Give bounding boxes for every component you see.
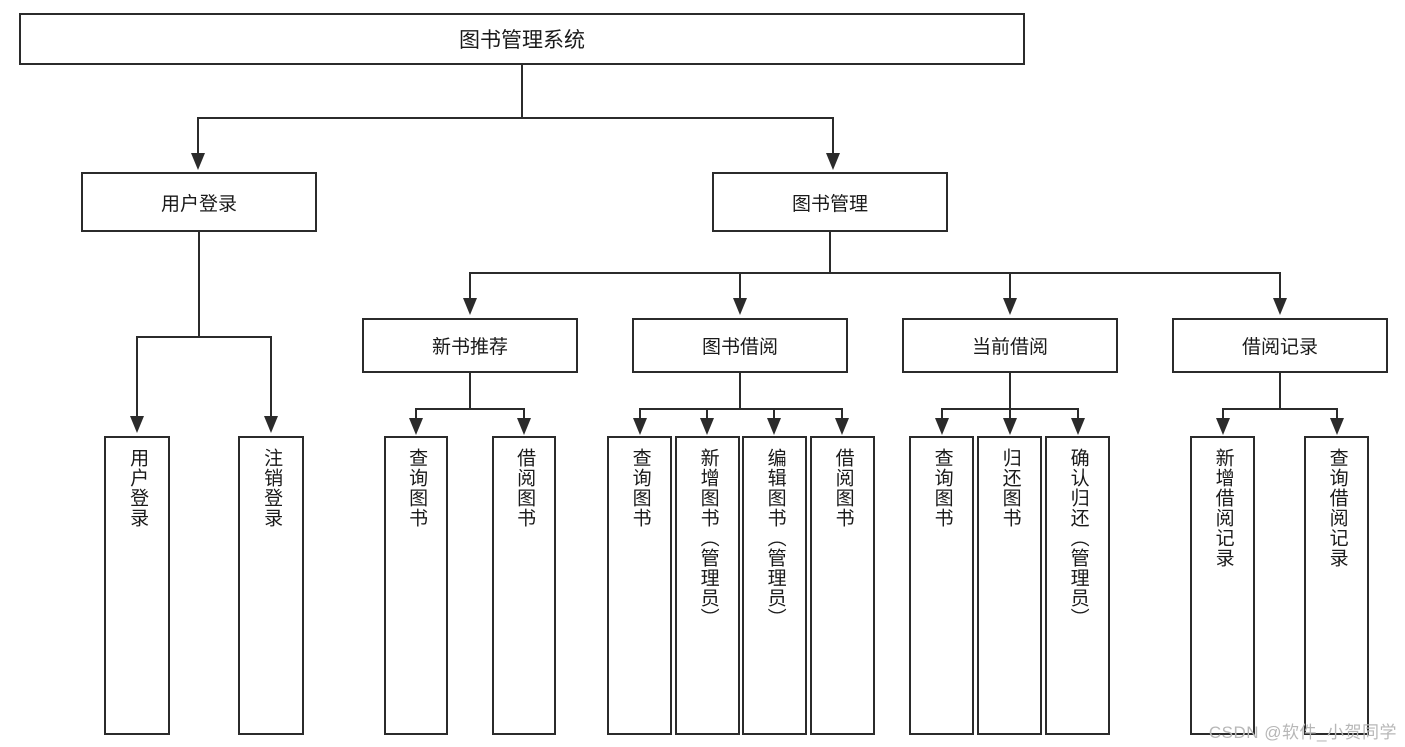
edge-br-to-leaf-2 (1336, 408, 1338, 420)
edge-cb-to-leaf-1 (941, 408, 943, 420)
node-label: 新书推荐 (431, 337, 508, 358)
node-label: 当前借阅 (971, 337, 1048, 358)
arrowhead-bb-leaf-1 (633, 418, 647, 435)
edge-bb-to-leaf-4 (841, 408, 843, 420)
arrowhead-user-login-leaf-2 (264, 416, 278, 433)
arrowhead-new-book-leaf-2 (517, 418, 531, 435)
edge-new-book-to-leaf-2 (523, 408, 525, 420)
leaf-new-book-query-book[interactable]: 查询图书 (384, 436, 448, 735)
leaf-book-borrow-query-book[interactable]: 查询图书 (607, 436, 672, 735)
node-label: 借阅记录 (1241, 337, 1318, 358)
edge-new-book-stem (469, 373, 471, 409)
node-borrow-record[interactable]: 借阅记录 (1172, 318, 1388, 373)
leaf-label: 查询借阅记录 (1326, 448, 1348, 568)
node-book-management[interactable]: 图书管理 (712, 172, 948, 232)
watermark-text: CSDN @软件_小贺同学 (1208, 723, 1397, 742)
leaf-current-borrow-return-book[interactable]: 归还图书 (977, 436, 1042, 735)
edge-user-login-to-leaf-2 (270, 336, 272, 418)
arrowhead-new-book-recommend (463, 298, 477, 315)
node-user-login[interactable]: 用户登录 (81, 172, 317, 232)
arrowhead-cb-leaf-3 (1071, 418, 1085, 435)
leaf-label: 查询图书 (406, 448, 428, 528)
edge-bb-to-leaf-1 (639, 408, 641, 420)
leaf-current-borrow-query-book[interactable]: 查询图书 (909, 436, 974, 735)
leaf-label: 编辑图书（管理员） (764, 448, 786, 628)
edge-cb-to-leaf-2 (1009, 408, 1011, 420)
leaf-borrow-record-add-record[interactable]: 新增借阅记录 (1190, 436, 1255, 735)
edge-root-to-book-management (832, 117, 834, 155)
arrowhead-cb-leaf-2 (1003, 418, 1017, 435)
leaf-label: 新增图书（管理员） (697, 448, 719, 628)
leaf-label: 查询图书 (931, 448, 953, 528)
node-label: 用户登录 (160, 193, 237, 215)
arrowhead-br-leaf-1 (1216, 418, 1230, 435)
arrowhead-book-borrow (733, 298, 747, 315)
leaf-book-borrow-edit-book-admin[interactable]: 编辑图书（管理员） (742, 436, 807, 735)
leaf-label: 新增借阅记录 (1212, 448, 1234, 568)
edge-user-login-bus (136, 336, 272, 338)
edge-bm-to-borrow-record (1279, 272, 1281, 300)
leaf-label: 查询图书 (629, 448, 651, 528)
edge-root-stem (521, 65, 523, 118)
arrowhead-bb-leaf-3 (767, 418, 781, 435)
leaf-label: 用户登录 (127, 448, 149, 528)
edge-current-borrow-stem (1009, 373, 1011, 409)
edge-new-book-bus (415, 408, 525, 410)
edge-book-management-bus (469, 272, 1281, 274)
leaf-label: 注销登录 (261, 448, 283, 528)
edge-cb-to-leaf-3 (1077, 408, 1079, 420)
leaf-book-borrow-add-book-admin[interactable]: 新增图书（管理员） (675, 436, 740, 735)
arrowhead-borrow-record (1273, 298, 1287, 315)
leaf-label: 确认归还（管理员） (1067, 448, 1089, 628)
node-book-borrow[interactable]: 图书借阅 (632, 318, 848, 373)
node-label: 图书借阅 (701, 337, 778, 358)
edge-root-to-user-login (197, 117, 199, 155)
edge-new-book-to-leaf-1 (415, 408, 417, 420)
arrowhead-user-login (191, 153, 205, 170)
leaf-user-login-logout[interactable]: 注销登录 (238, 436, 304, 735)
node-book-management-system[interactable]: 图书管理系统 (19, 13, 1025, 65)
edge-book-borrow-bus (639, 408, 841, 410)
leaf-new-book-borrow-book[interactable]: 借阅图书 (492, 436, 556, 735)
edge-bm-to-current-borrow (1009, 272, 1011, 300)
edge-borrow-record-stem (1279, 373, 1281, 409)
leaf-current-borrow-confirm-return-admin[interactable]: 确认归还（管理员） (1045, 436, 1110, 735)
arrowhead-cb-leaf-1 (935, 418, 949, 435)
arrowhead-current-borrow (1003, 298, 1017, 315)
edge-root-bus (197, 117, 834, 119)
edge-book-management-stem (829, 232, 831, 273)
arrowhead-br-leaf-2 (1330, 418, 1344, 435)
node-label: 图书管理 (791, 193, 868, 215)
arrowhead-user-login-leaf-1 (130, 416, 144, 433)
leaf-label: 借阅图书 (514, 448, 536, 528)
node-current-borrow[interactable]: 当前借阅 (902, 318, 1118, 373)
node-new-book-recommend[interactable]: 新书推荐 (362, 318, 578, 373)
edge-bb-to-leaf-2 (706, 408, 708, 420)
leaf-label: 借阅图书 (832, 448, 854, 528)
arrowhead-bb-leaf-4 (835, 418, 849, 435)
edge-bm-to-book-borrow (739, 272, 741, 300)
edge-br-to-leaf-1 (1222, 408, 1224, 420)
leaf-label: 归还图书 (999, 448, 1021, 528)
node-label: 图书管理系统 (459, 29, 585, 52)
arrowhead-bb-leaf-2 (700, 418, 714, 435)
edge-bm-to-new-book (469, 272, 471, 300)
arrowhead-new-book-leaf-1 (409, 418, 423, 435)
edge-borrow-record-bus (1222, 408, 1338, 410)
arrowhead-book-management (826, 153, 840, 170)
edge-user-login-stem (198, 232, 200, 337)
leaf-book-borrow-borrow-book[interactable]: 借阅图书 (810, 436, 875, 735)
leaf-borrow-record-query-record[interactable]: 查询借阅记录 (1304, 436, 1369, 735)
edge-book-borrow-stem (739, 373, 741, 409)
edge-bb-to-leaf-3 (773, 408, 775, 420)
edge-user-login-to-leaf-1 (136, 336, 138, 418)
leaf-user-login-login[interactable]: 用户登录 (104, 436, 170, 735)
